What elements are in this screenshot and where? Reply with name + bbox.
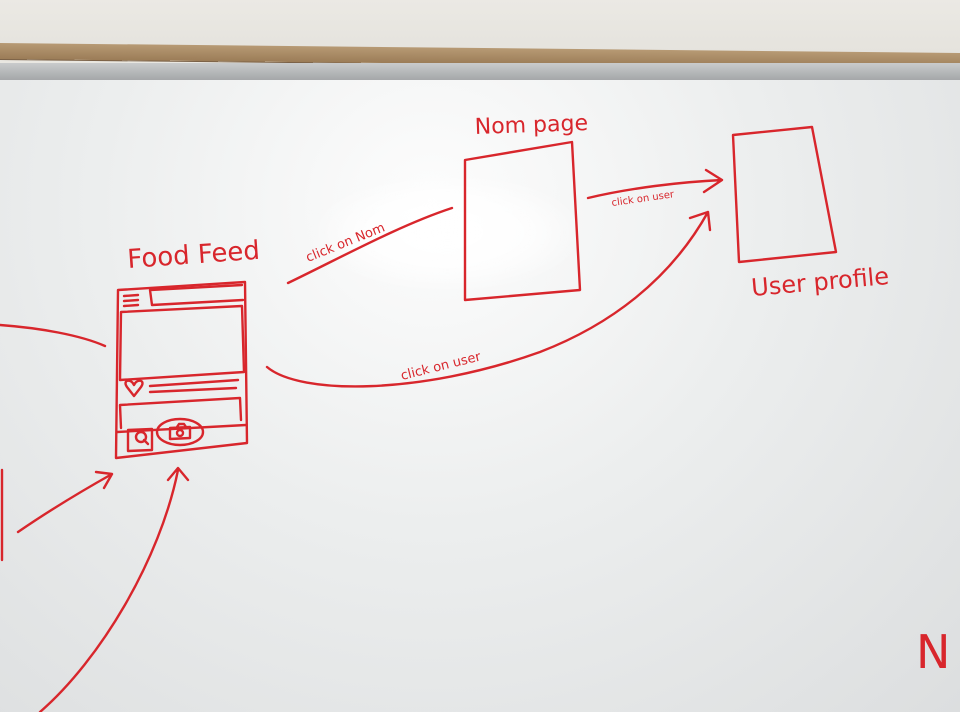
phone-top-bar <box>148 283 245 307</box>
incoming-arrow-left <box>16 470 114 534</box>
incoming-arrow-bottom <box>38 466 190 712</box>
arrow-feed-to-profile <box>265 210 712 388</box>
board-frame <box>0 63 960 83</box>
user-profile-box <box>731 125 838 264</box>
edge-letter: N <box>916 625 950 679</box>
heart-icon <box>124 379 144 398</box>
user-profile-label: User profile <box>750 262 890 302</box>
search-icon <box>134 430 148 444</box>
phone-outline <box>114 280 249 460</box>
food-feed-phone <box>114 280 249 460</box>
caption-line <box>148 378 240 394</box>
camera-button <box>155 417 205 447</box>
second-post-box <box>118 396 243 430</box>
camera-icon <box>168 422 192 441</box>
nom-page-label: Nom page <box>474 111 588 140</box>
menu-icon <box>122 293 140 308</box>
food-feed-label: Food Feed <box>126 236 260 275</box>
arrow-nom-to-profile <box>586 168 724 200</box>
light-glare <box>315 175 580 290</box>
click-on-nom-label: click on Nom <box>304 220 387 265</box>
feed-image-box <box>118 304 246 382</box>
search-button-box <box>126 427 154 453</box>
arrow-feed-to-nom <box>286 206 454 285</box>
nom-page-box <box>463 140 582 302</box>
incoming-line-top <box>0 323 107 348</box>
